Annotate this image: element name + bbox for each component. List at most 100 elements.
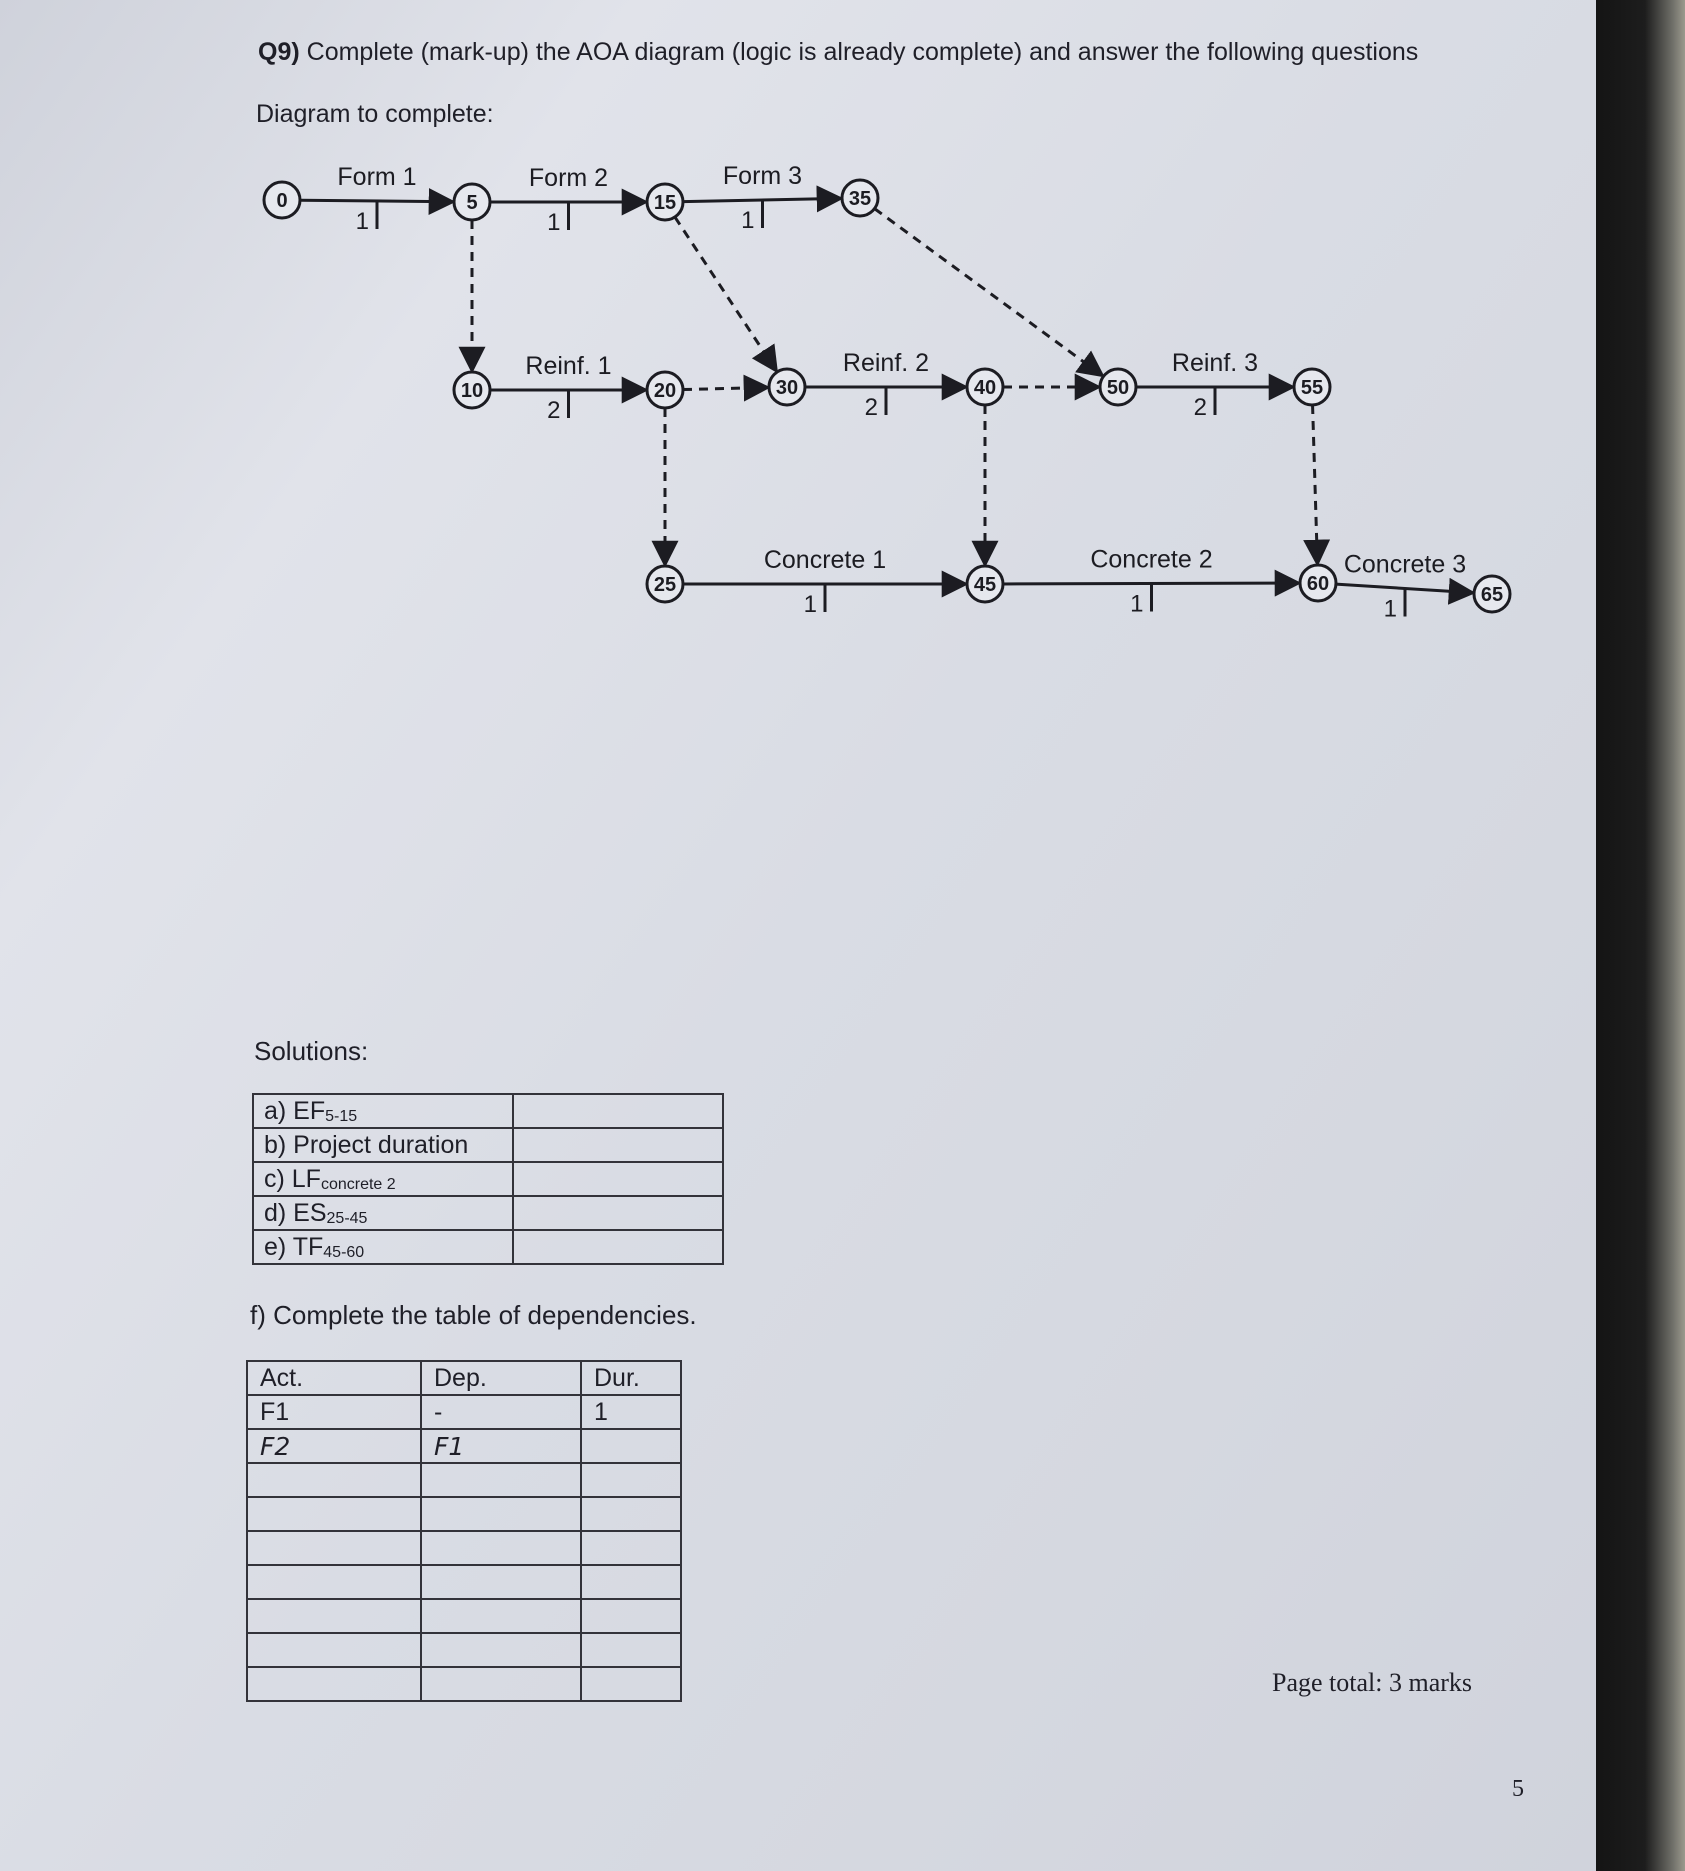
event-node-label: 60 [1307, 573, 1329, 595]
event-node: 65 [1472, 574, 1512, 614]
activity-duration: 2 [1194, 394, 1207, 421]
event-node-label: 0 [276, 190, 287, 212]
act-cell[interactable] [246, 1530, 422, 1566]
act-cell[interactable] [246, 1496, 422, 1532]
solution-question-subscript: 5-15 [325, 1107, 358, 1125]
event-node-label: 30 [776, 377, 798, 399]
solution-question: c) LFconcrete 2 [252, 1161, 514, 1197]
dep-cell[interactable] [420, 1666, 582, 1702]
event-node: 20 [645, 370, 685, 410]
event-node-label: 40 [974, 377, 996, 399]
event-node-label: 35 [849, 188, 871, 210]
dependencies-row [246, 1462, 682, 1498]
dep-cell[interactable] [420, 1632, 582, 1668]
event-node: 40 [965, 367, 1005, 407]
activity-duration: 2 [547, 397, 560, 424]
solution-question: a) EF5-15 [252, 1093, 514, 1129]
activity-name: Reinf. 3 [1172, 349, 1258, 377]
header-act: Act. [246, 1360, 422, 1396]
solutions-label: Solutions: [254, 1036, 369, 1066]
dependencies-row: F1-1 [246, 1394, 682, 1430]
dur-cell[interactable] [580, 1666, 682, 1702]
solutions-row: d) ES25-45 [252, 1195, 724, 1231]
solution-question: d) ES25-45 [252, 1195, 514, 1231]
solution-answer-cell[interactable] [512, 1161, 724, 1197]
dependencies-row [246, 1632, 682, 1668]
dep-cell[interactable] [420, 1530, 582, 1566]
dependencies-header-row: Act. Dep. Dur. [246, 1360, 682, 1396]
dep-cell[interactable]: F1 [420, 1428, 582, 1464]
page-number: 5 [1512, 1776, 1524, 1802]
dur-cell[interactable] [580, 1530, 682, 1566]
solution-question-subscript: 45-60 [323, 1243, 365, 1261]
header-dur: Dur. [580, 1360, 682, 1396]
activity-name: Concrete 3 [1344, 551, 1466, 579]
dur-cell[interactable] [580, 1462, 682, 1498]
activity-duration: 1 [1130, 591, 1143, 618]
solutions-row: c) LFconcrete 2 [252, 1161, 724, 1197]
event-node-label: 45 [974, 574, 996, 596]
dependencies-row [246, 1666, 682, 1702]
dep-cell[interactable] [420, 1496, 582, 1532]
act-cell[interactable]: F2 [246, 1428, 422, 1464]
dep-cell[interactable] [420, 1462, 582, 1498]
dep-cell[interactable] [420, 1598, 582, 1634]
solution-question-subscript: 25-45 [326, 1209, 368, 1227]
header-dep: Dep. [420, 1360, 582, 1396]
solution-question-subscript: concrete 2 [320, 1175, 396, 1193]
solutions-row: b) Project duration [252, 1127, 724, 1163]
event-node: 45 [965, 564, 1005, 604]
solution-question-text: b) Project duration [264, 1130, 469, 1159]
dep-cell[interactable]: - [420, 1394, 582, 1430]
dur-cell[interactable] [580, 1632, 682, 1668]
dependencies-row [246, 1530, 682, 1566]
act-cell[interactable] [246, 1632, 422, 1668]
dur-cell[interactable] [580, 1598, 682, 1634]
activity-name: Concrete 2 [1090, 546, 1212, 574]
dummy-arrow [673, 216, 779, 374]
dummy-arrow [682, 374, 771, 402]
act-cell[interactable]: F1 [246, 1394, 422, 1430]
act-cell[interactable] [246, 1598, 422, 1634]
act-cell[interactable] [246, 1564, 422, 1600]
event-node-label: 25 [654, 574, 676, 596]
solution-answer-cell[interactable] [512, 1127, 724, 1163]
dependencies-instruction: f) Complete the table of dependencies. [250, 1300, 697, 1330]
dependencies-row [246, 1598, 682, 1634]
event-node: 30 [767, 367, 807, 407]
act-cell[interactable] [246, 1666, 422, 1702]
solution-answer-cell[interactable] [512, 1195, 724, 1231]
activity-duration: 2 [865, 394, 878, 421]
worksheet-page: Q9) Complete (mark-up) the AOA diagram (… [0, 0, 1596, 1871]
event-node: 60 [1298, 563, 1338, 603]
activity-name: Reinf. 2 [843, 349, 929, 377]
solution-question-text: d) ES [264, 1198, 327, 1227]
solution-question-text: e) TF [264, 1232, 324, 1261]
dependencies-row [246, 1564, 682, 1600]
activity-name: Concrete 1 [764, 546, 886, 574]
dependencies-row [246, 1496, 682, 1532]
act-cell[interactable] [246, 1462, 422, 1498]
dep-cell[interactable] [420, 1564, 582, 1600]
activity-name: Form 1 [337, 163, 416, 191]
solution-answer-cell[interactable] [512, 1229, 724, 1265]
dummy-arrow [1303, 404, 1331, 567]
dur-cell[interactable] [580, 1564, 682, 1600]
dur-cell[interactable]: 1 [580, 1394, 682, 1430]
solution-question: b) Project duration [252, 1127, 514, 1163]
solution-answer-cell[interactable] [512, 1093, 724, 1129]
solution-question: e) TF45-60 [252, 1229, 514, 1265]
event-node-label: 15 [654, 192, 676, 214]
device-bezel [1596, 0, 1685, 1871]
event-node: 10 [452, 370, 492, 410]
event-node-label: 50 [1107, 377, 1129, 399]
activity-name: Form 2 [529, 164, 608, 192]
event-node-label: 5 [466, 192, 477, 214]
solution-question-text: a) EF [264, 1096, 326, 1125]
dur-cell[interactable] [580, 1428, 682, 1464]
dur-cell[interactable] [580, 1496, 682, 1532]
